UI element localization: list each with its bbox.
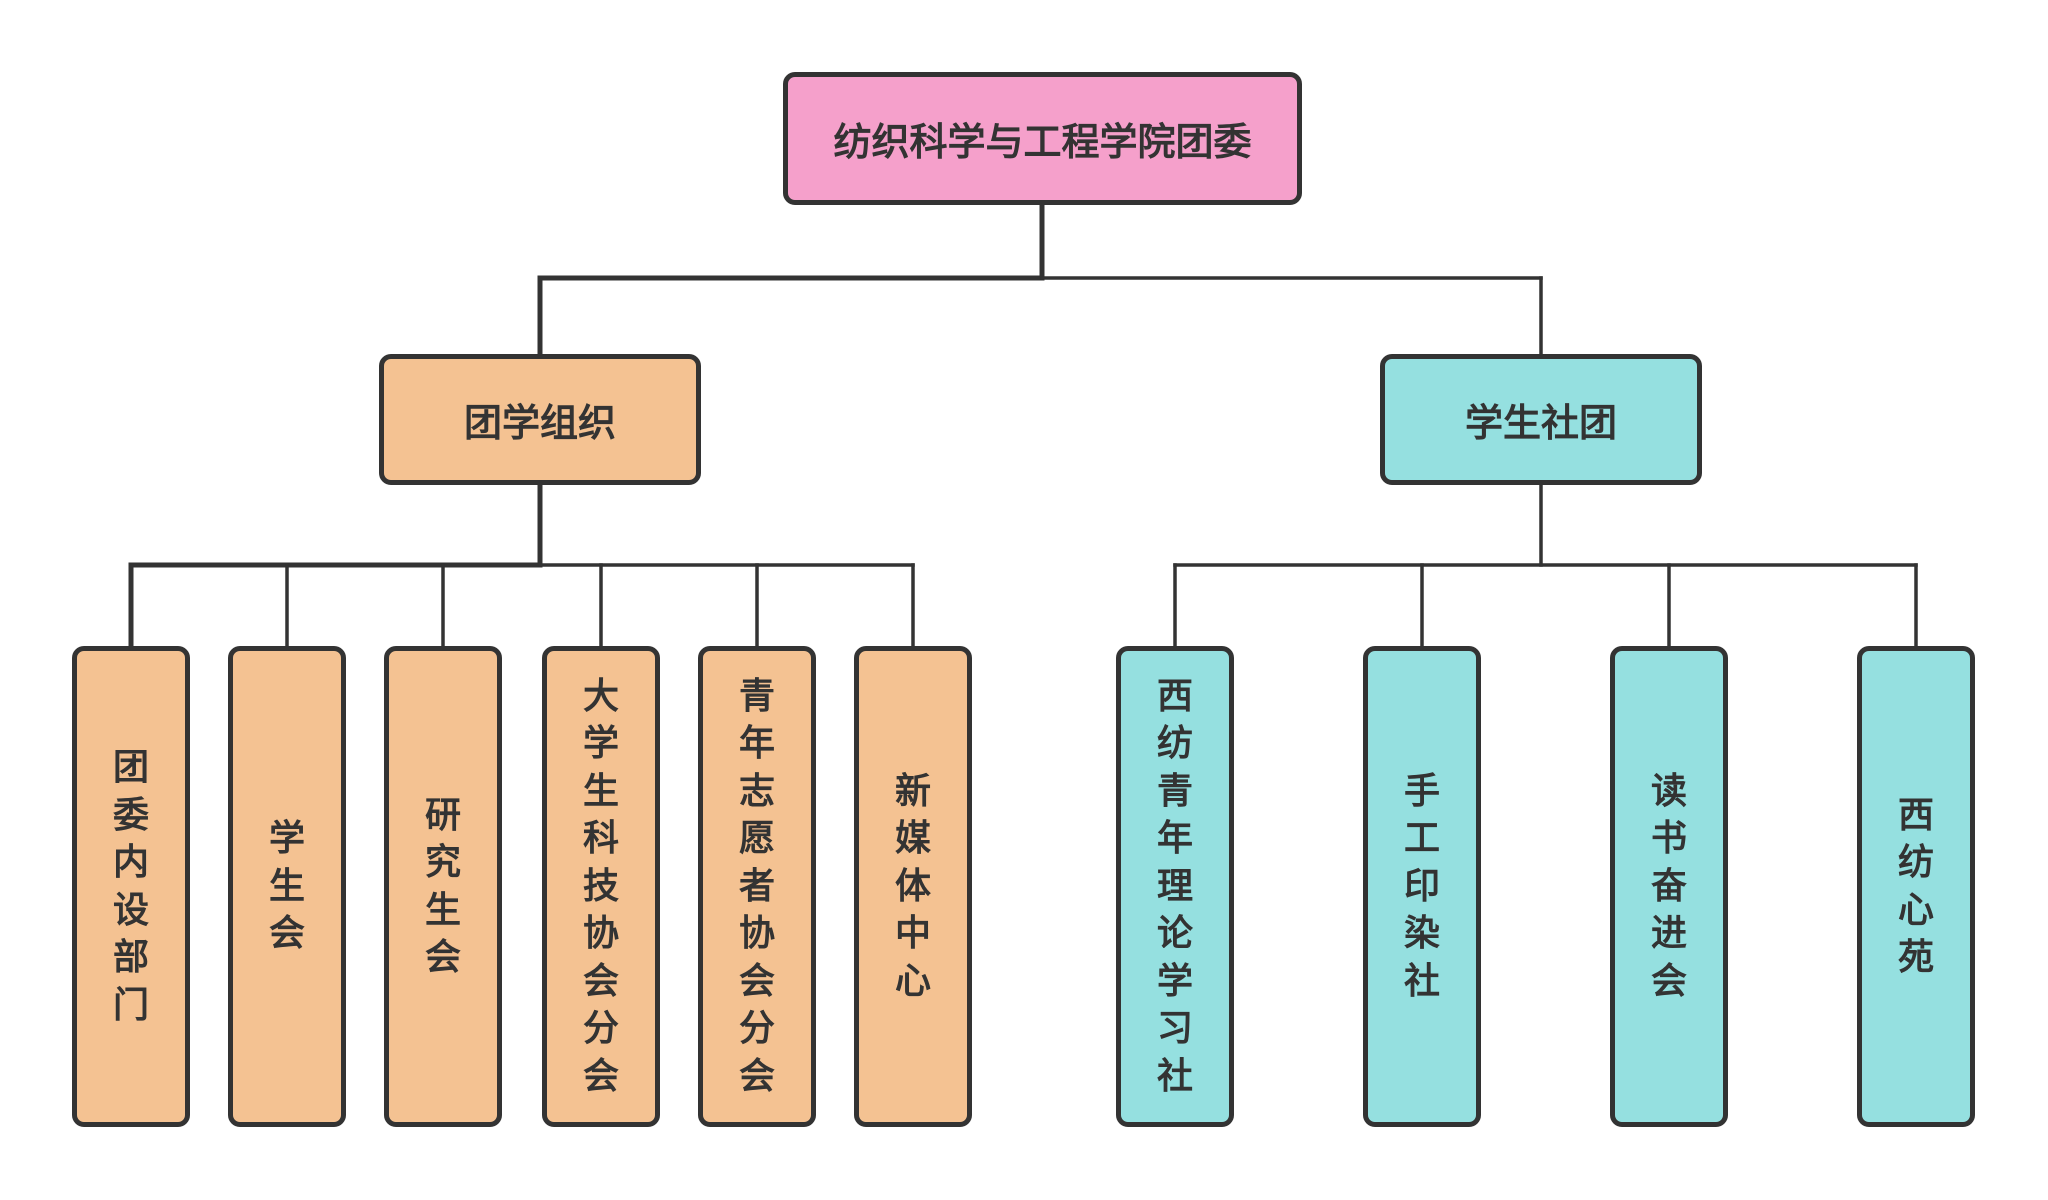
leaf-node-label: 手工印染社 [1403, 770, 1440, 1002]
leaf-node-label: 大学生科技协会分会 [582, 675, 619, 1097]
leaf-node-label: 研究生会 [424, 794, 461, 979]
leaf-node[interactable]: 研究生会 [384, 646, 502, 1127]
leaf-node[interactable]: 大学生科技协会分会 [542, 646, 660, 1127]
leaf-node[interactable]: 读书奋进会 [1610, 646, 1728, 1127]
leaf-node[interactable]: 青年志愿者协会分会 [698, 646, 816, 1127]
branch-node-tuanxue[interactable]: 团学组织 [379, 354, 701, 485]
root-node-label: 纺织科学与工程学院团委 [833, 120, 1252, 164]
branch-node-shetuan[interactable]: 学生社团 [1380, 354, 1702, 485]
leaf-node[interactable]: 新媒体中心 [854, 646, 972, 1127]
leaf-node-label: 新媒体中心 [894, 770, 931, 1002]
leaf-node[interactable]: 团委内设部门 [72, 646, 190, 1127]
leaf-node-label: 青年志愿者协会分会 [738, 675, 775, 1097]
leaf-node-label: 读书奋进会 [1650, 770, 1687, 1002]
branch-node-label: 团学组织 [463, 401, 616, 445]
leaf-node-label: 团委内设部门 [112, 747, 149, 1026]
branch-node-label: 学生社团 [1464, 401, 1617, 445]
leaf-node-label: 学生会 [268, 818, 305, 955]
leaf-node[interactable]: 西纺心苑 [1857, 646, 1975, 1127]
leaf-node[interactable]: 学生会 [228, 646, 346, 1127]
leaf-node-label: 西纺青年理论学习社 [1156, 675, 1193, 1097]
root-node[interactable]: 纺织科学与工程学院团委 [783, 72, 1302, 205]
leaf-node[interactable]: 西纺青年理论学习社 [1116, 646, 1234, 1127]
leaf-node-label: 西纺心苑 [1897, 794, 1934, 979]
leaf-node[interactable]: 手工印染社 [1363, 646, 1481, 1127]
